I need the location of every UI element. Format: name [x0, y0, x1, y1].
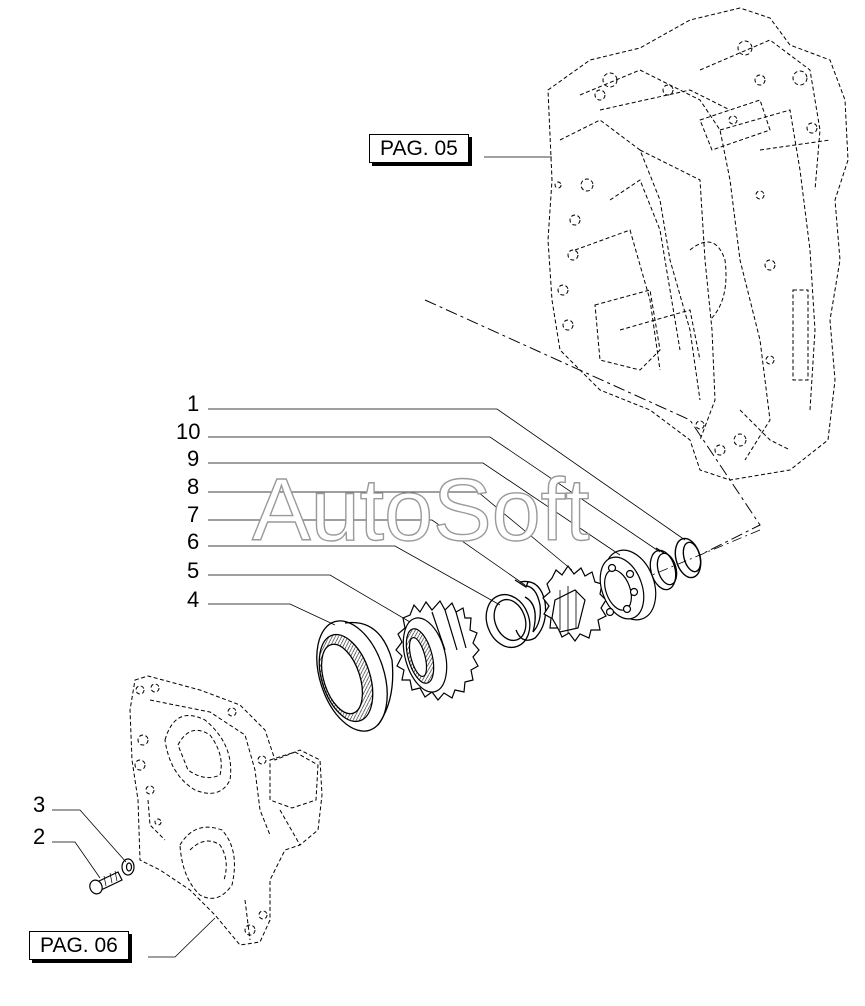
callout-7: 7 — [187, 502, 199, 527]
leader-lines — [52, 156, 686, 958]
part-5-gear — [395, 599, 480, 701]
watermark: AutoSoft — [252, 460, 590, 559]
part-2-bolt — [89, 870, 123, 895]
callout-numbers: 1 10 9 8 7 6 5 4 3 2 — [33, 391, 200, 849]
transmission-housing-outline — [547, 7, 849, 481]
callout-2: 2 — [33, 824, 45, 849]
callout-10: 10 — [176, 419, 200, 444]
section-cut-line — [424, 299, 761, 556]
front-cover-outline — [129, 675, 323, 946]
callout-9: 9 — [187, 446, 199, 471]
part-7-circlip — [514, 579, 547, 641]
part-4-seal — [316, 620, 394, 732]
callout-1: 1 — [187, 391, 199, 416]
callout-6: 6 — [187, 529, 199, 554]
part-8-gear — [542, 564, 607, 643]
callout-4: 4 — [187, 587, 199, 612]
callout-5: 5 — [187, 558, 199, 583]
callout-3: 3 — [33, 792, 45, 817]
part-6-ring — [485, 593, 536, 649]
page-ref-bottom-button[interactable]: PAG. 06 — [29, 931, 129, 960]
part-9-bearing — [599, 549, 657, 621]
part-3-washer — [121, 858, 135, 876]
callout-8: 8 — [187, 474, 199, 499]
page-ref-top-button[interactable]: PAG. 05 — [369, 134, 469, 163]
